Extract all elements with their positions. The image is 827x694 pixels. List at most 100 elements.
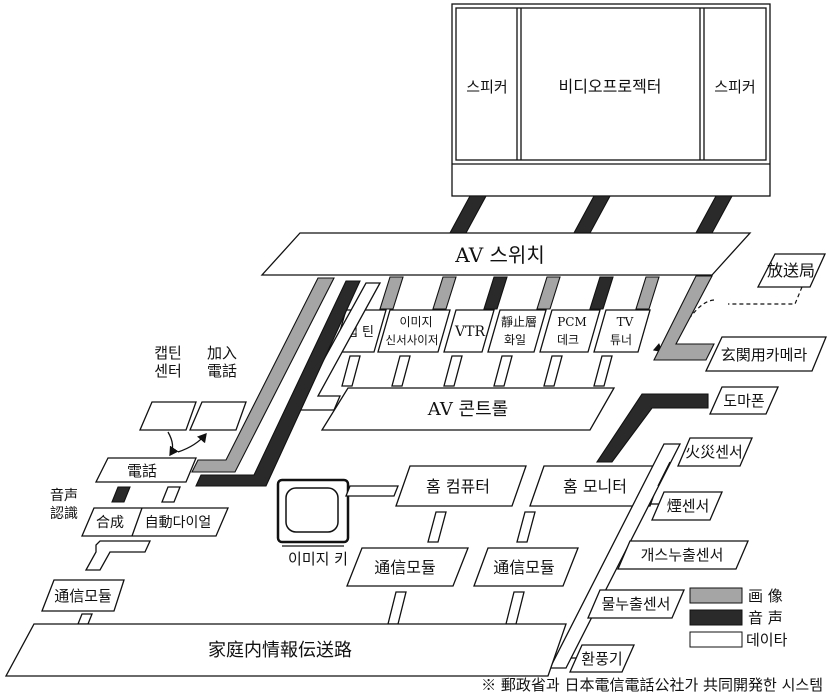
speaker-left-label: 스피커 (466, 78, 507, 96)
captain-center-label-2: 센터 (154, 362, 182, 380)
legend-data-swatch (689, 631, 743, 648)
synthesis-dial-divider (131, 507, 143, 537)
image-key-label: 이미지 키 (288, 550, 348, 568)
door-phone-box (708, 386, 780, 415)
legend-image-swatch (689, 587, 743, 604)
pcm-deck-box (539, 309, 601, 353)
image-link-entrance-camera (653, 275, 715, 361)
projector-inner-frame (455, 7, 767, 161)
data-link-left-module-bus (77, 613, 93, 625)
data-link-monitor-module (516, 511, 536, 543)
tv-tuner-box (593, 309, 651, 353)
home-info-bus-label: 家庭内情報伝送路 (208, 640, 352, 661)
captain-center-arrow (167, 431, 179, 457)
av-switch-box (260, 232, 752, 276)
gas-leak-sensor-label: 개스누출센서 (641, 546, 724, 564)
data-link-right-module-bus (505, 591, 525, 625)
tv-tuner-label-2: 튜너 (610, 333, 632, 347)
home-computer-label: 홈 컴퓨터 (426, 477, 490, 496)
legend-sound-swatch (689, 609, 743, 626)
data-link-computer-module (427, 511, 447, 543)
entrance-camera-box (704, 336, 827, 372)
home-monitor-box (529, 465, 665, 507)
broadcast-station-label: 放送局 (767, 261, 815, 280)
home-computer-box (395, 465, 527, 507)
legend-data-label: 데이타 (746, 631, 788, 649)
sound-link-device (589, 276, 614, 310)
data-link-device (443, 355, 463, 387)
telephone-label: 電話 (127, 462, 157, 480)
data-link-device (391, 355, 411, 387)
data-link-telephone (161, 486, 181, 503)
image-link-device (536, 276, 561, 310)
video-projector-unit: 스피커 비디오프로젝터 스피커 (451, 3, 771, 197)
data-link-dial-module (84, 540, 152, 571)
captain-center-label-1: 캡틴 (154, 344, 182, 362)
image-link-device (379, 276, 404, 310)
comm-module-center-box (346, 547, 469, 587)
home-monitor-label: 홈 모니터 (563, 477, 627, 496)
legend-sound-label: 音 声 (748, 609, 783, 627)
sound-link-projector (449, 195, 487, 234)
ventilation-fan-label: 환풍기 (581, 650, 622, 668)
data-link-center-module-bus (387, 591, 407, 625)
monitor-icon (276, 478, 350, 547)
video-projector-label: 비디오프로젝터 (558, 77, 661, 96)
image-link-device (635, 276, 660, 310)
water-leak-sensor-label: 물누출센서 (601, 595, 670, 613)
voice-recognition-label-1: 音声 (50, 487, 78, 504)
still-image-file-label-2: 화일 (504, 333, 526, 347)
av-control-label: AV 콘트롤 (427, 399, 509, 420)
image-trunk-to-telephone (191, 277, 335, 473)
device-row: 캡 틴 이미지 신서사이저 VTR 靜止層 화일 PCM 데크 TV 튜너 (333, 309, 651, 353)
synthesis-dial-box (81, 507, 229, 537)
comm-module-right-label: 通信모듈 (493, 558, 554, 577)
captain-center-box (139, 401, 197, 431)
footnote: ※ 郵政省과 日本電信電話公社가 共同開発한 시스템 (481, 676, 823, 694)
monitor-screen (285, 487, 339, 533)
monitor-to-sensor-line (657, 461, 671, 487)
subscriber-phone-label-2: 電話 (207, 362, 237, 380)
speaker-right-label: 스피커 (714, 78, 755, 96)
entrance-camera-label: 玄関用카메라 (721, 346, 808, 364)
fire-sensor-box (677, 437, 753, 467)
vtr-box (443, 309, 495, 353)
still-image-file-label-1: 靜止層 (501, 315, 537, 329)
sound-link-device (483, 276, 508, 310)
broadcast-station-box (756, 253, 827, 288)
ventilation-fan-box (568, 644, 636, 673)
comm-module-left-box (41, 579, 125, 612)
sound-trunk-to-telephone (195, 280, 361, 487)
door-phone-label: 도마폰 (723, 392, 764, 410)
image-synthesizer-label-1: 이미지 (399, 315, 432, 329)
tv-tuner-label-1: TV (617, 315, 634, 329)
subscriber-phone-arrow (177, 433, 207, 453)
telephone-box (94, 457, 197, 483)
pcm-deck-label-2: 데크 (557, 333, 579, 347)
subscriber-phone-box (189, 401, 247, 431)
synthesis-label: 合成 (96, 515, 124, 531)
av-control-box (320, 387, 616, 431)
comm-module-center-label: 通信모듈 (374, 558, 435, 577)
sound-link-door-phone (595, 393, 709, 463)
fire-sensor-label: 火災센서 (685, 443, 743, 461)
water-leak-sensor-box (587, 589, 685, 619)
image-synthesizer-box (377, 309, 451, 353)
vtr-label: VTR (454, 324, 485, 340)
data-link-device (543, 355, 563, 387)
broadcast-dashed-line (728, 286, 803, 305)
legend-image-label: 画 像 (748, 587, 783, 605)
data-link-monitor-computer (345, 485, 399, 497)
still-image-file-box (487, 309, 547, 353)
smoke-sensor-label: 煙센서 (667, 497, 710, 515)
legend: 画 像 音 声 데이타 (689, 587, 788, 649)
pcm-deck-label-1: PCM (557, 315, 587, 329)
sound-link-projector (573, 195, 611, 234)
subscriber-phone-label-1: 加入 (207, 344, 237, 362)
comm-module-left-label: 通信모듈 (54, 587, 112, 605)
smoke-sensor-box (651, 491, 723, 521)
gas-leak-sensor-box (617, 540, 749, 570)
comm-module-right-box (473, 547, 579, 587)
data-link-device (493, 355, 513, 387)
